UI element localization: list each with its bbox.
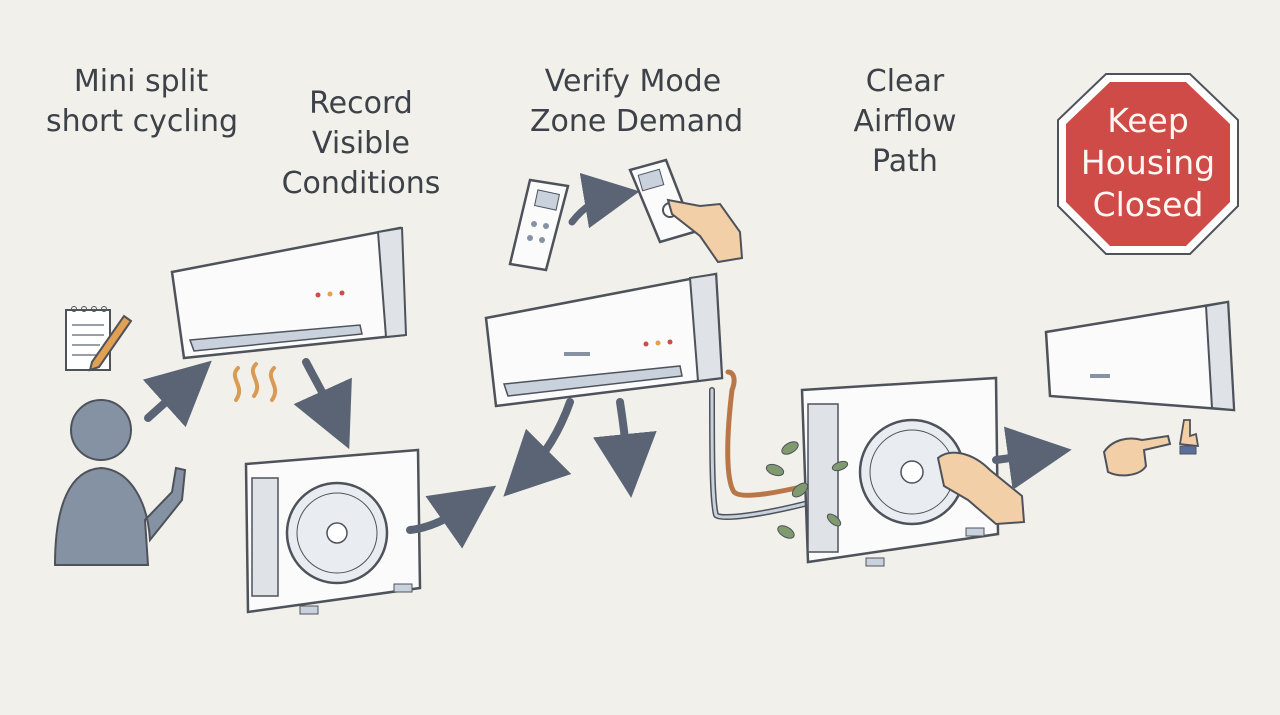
step-label-mini-split-short-cycling: Mini split short cycling [46, 64, 239, 139]
arrow-airflow-down [592, 398, 657, 498]
step-label-record-visible-conditions: Record Visible Conditions [281, 86, 441, 201]
indoor-unit-1 [170, 226, 408, 360]
arrow-airflow-left [503, 398, 574, 497]
arrow-to-next-step [406, 485, 497, 549]
step-label-verify-mode-zone-demand: Verify Mode Zone Demand [530, 64, 744, 139]
indoor-unit-2 [484, 272, 724, 408]
arrow-to-final-step [992, 426, 1072, 491]
remote-control-icon [508, 178, 570, 272]
stop-sign-text: Keep Housing Closed [1080, 101, 1216, 224]
arrow-remote-to-remote [568, 172, 640, 229]
refrigerant-line-set [709, 369, 823, 521]
heat-waves-icon [232, 362, 278, 402]
person-icon [53, 399, 187, 566]
leaves-icon [765, 441, 849, 539]
stop-sign-icon [1057, 73, 1239, 255]
arrow-person-to-indoor-unit [142, 360, 212, 428]
notepad-icon [65, 306, 133, 372]
arrow-indoor-to-outdoor-unit [293, 358, 352, 450]
remote-with-hand-icon [628, 158, 744, 264]
hand-clearing-icon [936, 451, 1026, 526]
outdoor-unit-1 [244, 448, 422, 615]
indoor-unit-3 [1044, 300, 1236, 412]
pointing-hand-icon [1102, 419, 1200, 477]
step-label-clear-airflow-path: Clear Airflow Path [853, 64, 957, 179]
